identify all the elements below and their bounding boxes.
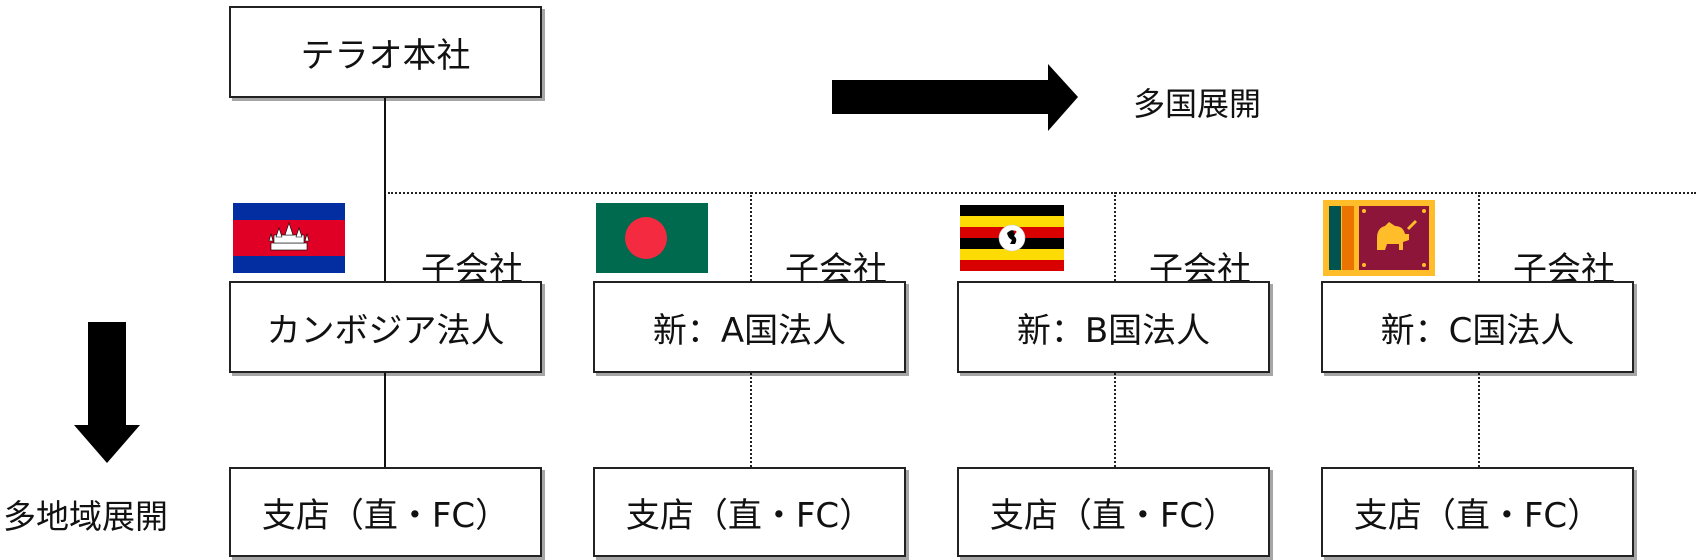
branch-label-cambodia: 支店（直・FC） <box>261 495 510 536</box>
branch-box-a: 支店（直・FC） <box>593 467 906 557</box>
bangladesh-flag-icon <box>596 203 708 273</box>
entity-label-c: 新：C国法人 <box>1380 310 1575 351</box>
cambodia-flag-icon <box>233 203 345 273</box>
c-subsidiary-dotted-drop <box>1478 192 1480 281</box>
hq-connector-line <box>384 98 386 281</box>
branch-label-b: 支店（直・FC） <box>989 495 1238 536</box>
entity-box-cambodia: カンボジア法人 <box>229 281 542 373</box>
entity-label-b: 新：B国法人 <box>1016 310 1211 351</box>
headquarters-box: テラオ本社 <box>229 6 542 98</box>
branch-box-b: 支店（直・FC） <box>957 467 1270 557</box>
branch-box-cambodia: 支店（直・FC） <box>229 467 542 557</box>
branch-box-c: 支店（直・FC） <box>1321 467 1634 557</box>
entity-box-b: 新：B国法人 <box>957 281 1270 373</box>
headquarters-label: テラオ本社 <box>300 35 471 76</box>
horizontal-arrow-label: 多国展開 <box>1133 85 1262 123</box>
a-branch-dotted-line <box>750 373 752 467</box>
entity-box-a: 新：A国法人 <box>593 281 906 373</box>
branch-label-a: 支店（直・FC） <box>625 495 874 536</box>
vertical-arrow-icon <box>74 322 140 463</box>
b-subsidiary-dotted-drop <box>1114 192 1116 281</box>
sri-lanka-flag-icon <box>1323 200 1435 276</box>
branch-label-c: 支店（直・FC） <box>1353 495 1602 536</box>
entity-label-a: 新：A国法人 <box>652 310 847 351</box>
vertical-arrow-label: 多地域展開 <box>3 497 168 536</box>
horizontal-arrow-icon <box>832 64 1078 131</box>
entity-box-c: 新：C国法人 <box>1321 281 1634 373</box>
uganda-flag-icon <box>960 203 1064 273</box>
subsidiary-dotted-line <box>388 192 1696 194</box>
b-branch-dotted-line <box>1114 373 1116 467</box>
entity-label-cambodia: カンボジア法人 <box>266 310 505 351</box>
c-branch-dotted-line <box>1478 373 1480 467</box>
cambodia-branch-connector-line <box>384 373 386 467</box>
a-subsidiary-dotted-drop <box>750 192 752 281</box>
